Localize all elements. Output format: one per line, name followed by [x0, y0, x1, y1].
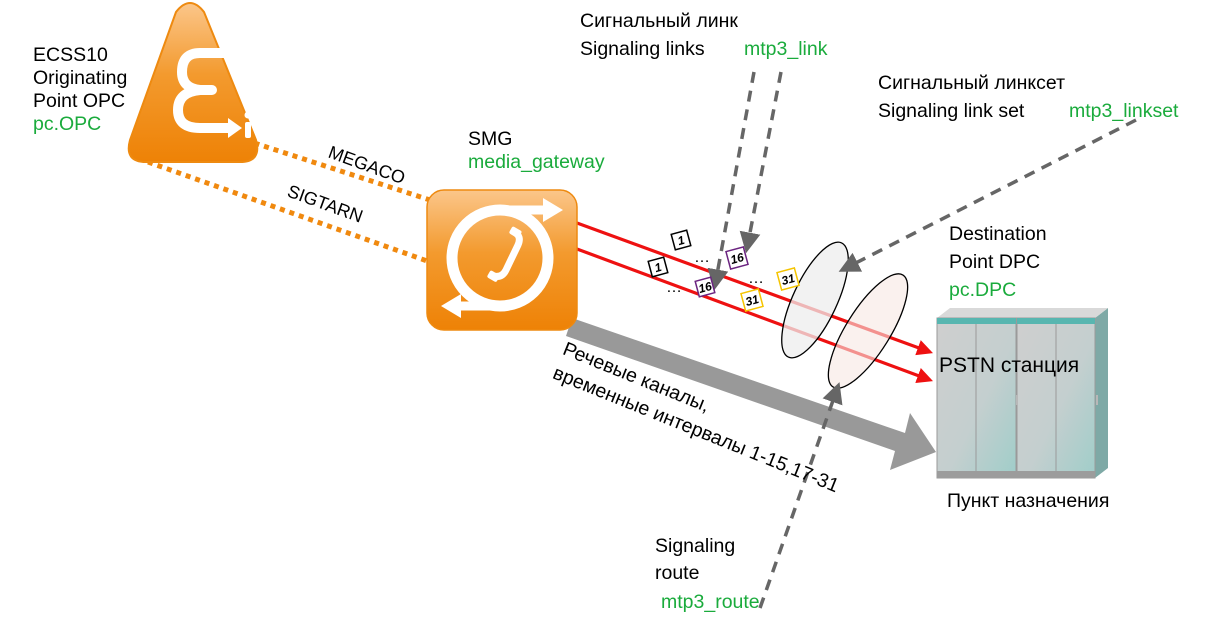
signaling-linkset-ru: Сигнальный линксет [878, 72, 1066, 94]
signaling-route-param: mtp3_route [661, 591, 760, 613]
timeslot-label: 31 [744, 292, 761, 309]
smg-param: media_gateway [468, 151, 605, 173]
timeslot-box-lower-16: 16 [694, 276, 716, 298]
timeslot-label: 1 [676, 233, 686, 248]
linkset-pointer-arrow [838, 118, 1137, 272]
signaling-links-ru: Сигнальный линк [580, 10, 738, 32]
signaling-route-line2: route [655, 562, 700, 584]
timeslot-box-lower-31: 31 [740, 288, 764, 312]
opc-param: pc.OPC [33, 113, 102, 135]
pstn-station-label: PSTN станция [939, 354, 1080, 377]
timeslot-box-upper-16: 16 [725, 246, 749, 270]
opc-label-line3: Point OPC [33, 90, 126, 112]
dpc-label-line1: Destination [949, 223, 1047, 245]
route-pointer-arrow [758, 382, 843, 609]
timeslot-ellipsis: … [748, 270, 764, 287]
link-pointer-arrow-1 [707, 71, 756, 291]
signaling-route-line1: Signaling [655, 535, 736, 557]
timeslot-box-lower-1: 1 [647, 256, 669, 278]
signaling-linkset-en: Signaling link set [878, 100, 1025, 122]
signaling-linkset-param: mtp3_linkset [1069, 100, 1179, 122]
dpc-param: pc.DPC [949, 279, 1017, 301]
link-pointer-arrow-2 [739, 71, 783, 254]
pstn-station-cabinet[interactable] [936, 308, 1108, 479]
timeslot-label: 16 [729, 250, 746, 267]
opc-label-line2: Originating [33, 67, 128, 89]
destination-caption: Пункт назначения [947, 490, 1110, 512]
timeslot-ellipsis: … [666, 279, 682, 296]
media-gateway-phone-icon[interactable] [426, 189, 578, 331]
dpc-label-line2: Point DPC [949, 251, 1041, 273]
ecss10-triangle-icon[interactable] [127, 2, 259, 163]
signaling-links-en: Signaling links [580, 38, 705, 60]
timeslot-box-upper-31: 31 [776, 267, 800, 291]
signaling-links-param: mtp3_link [744, 38, 828, 60]
timeslot-label: 31 [780, 271, 797, 288]
megaco-link [244, 137, 431, 203]
smg-title: SMG [468, 128, 513, 150]
timeslot-box-upper-1: 1 [670, 229, 692, 251]
timeslot-label: 1 [653, 260, 663, 275]
timeslot-label: 16 [697, 279, 714, 296]
timeslot-ellipsis: … [694, 249, 710, 266]
opc-label-line1: ECSS10 [33, 44, 108, 66]
voice-channels-arrow [566, 318, 936, 470]
linkset-ellipse-1 [781, 241, 849, 359]
